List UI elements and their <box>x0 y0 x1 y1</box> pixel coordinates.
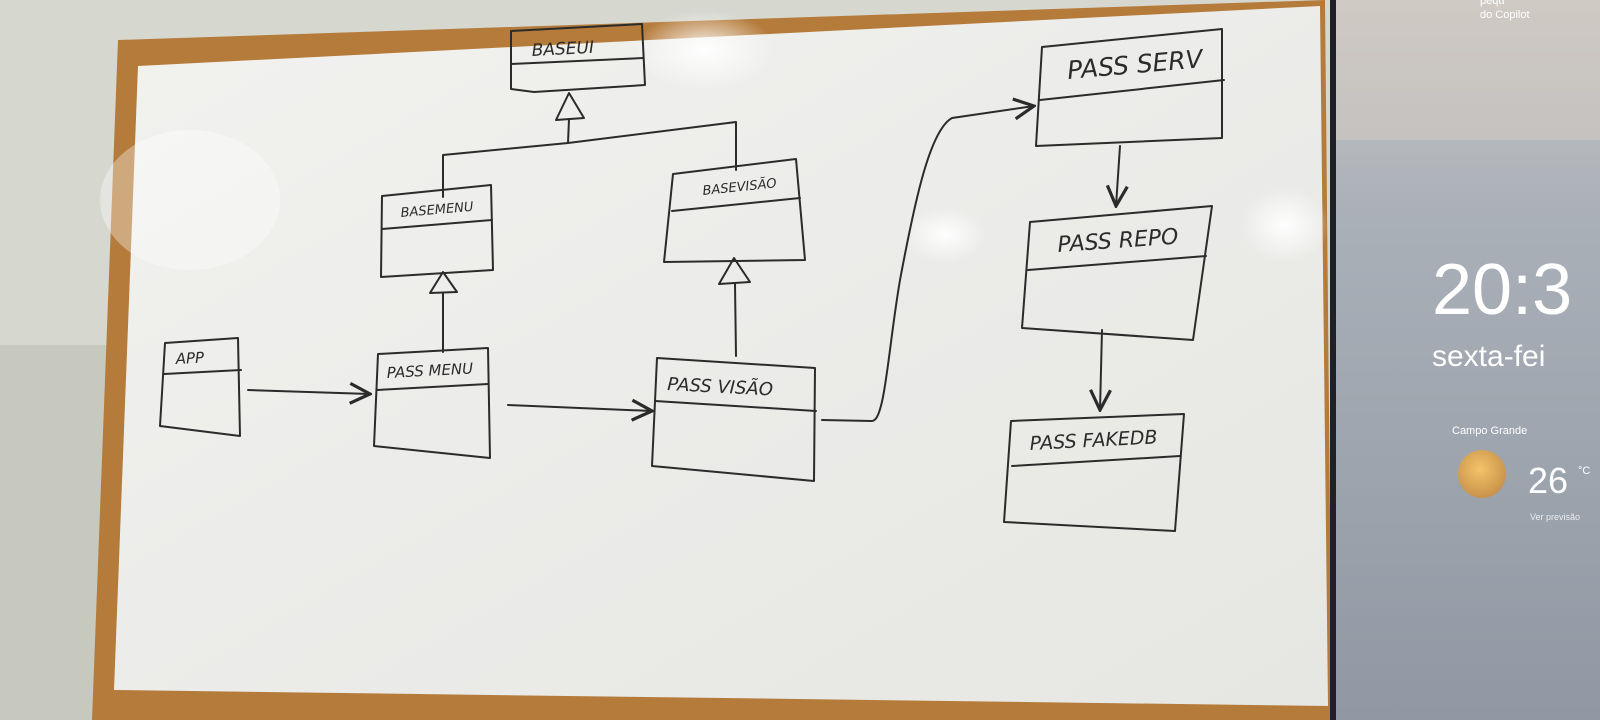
wall-lower <box>0 345 110 720</box>
weather-forecast-link[interactable]: Ver previsão <box>1530 512 1580 522</box>
box-pass-menu-divider <box>376 383 489 391</box>
weather-location: Campo Grande <box>1452 425 1527 437</box>
arrow-pass-serv-to-pass-repo <box>1116 145 1120 206</box>
arrow-pass-repo-to-pass-fakedb <box>1100 329 1102 410</box>
inheritance-line-baseui <box>442 118 737 198</box>
box-baseui-divider <box>510 57 644 65</box>
clock-date: sexta-fei <box>1432 340 1545 373</box>
arrow-pass-visao-to-pass-serv <box>821 106 1034 422</box>
uml-diagram <box>159 23 1225 532</box>
weather-temperature: 26 <box>1528 460 1568 501</box>
glare-mid <box>905 207 985 263</box>
box-pass-repo <box>1021 205 1213 341</box>
label-basemenu: BASEMENU <box>400 200 474 221</box>
box-pass-serv-divider <box>1039 79 1225 101</box>
inheritance-triangle-basevisao <box>718 257 751 285</box>
box-pass-menu <box>373 347 491 459</box>
glare-left <box>100 130 280 270</box>
box-pass-repo-divider <box>1027 255 1207 271</box>
box-baseui <box>510 23 646 93</box>
diagram-labels: BASEUI BASEMENU BASEVISÃO APP PASS MENU … <box>174 38 1205 455</box>
box-pass-serv <box>1035 28 1223 147</box>
copilot-text-top: pequ <box>1480 0 1504 7</box>
copilot-text: do Copilot <box>1480 9 1530 21</box>
sun-icon <box>1458 450 1506 498</box>
clock-time: 20:3 <box>1432 250 1572 330</box>
tv-screen <box>1336 0 1600 720</box>
box-basevisao <box>663 158 806 263</box>
glare-top <box>635 10 775 90</box>
tv-screen-reflection <box>1336 0 1600 140</box>
arrow-app-to-pass-menu <box>247 390 370 394</box>
box-basevisao-divider <box>671 197 801 212</box>
label-app: APP <box>174 348 205 368</box>
arrow-pass-menu-to-pass-visao <box>507 405 652 411</box>
box-basemenu-divider <box>381 219 493 230</box>
box-pass-fakedb-divider <box>1011 455 1181 467</box>
lock-screen: pequ do Copilot 20:3 sexta-fei Campo Gra… <box>1432 0 1590 522</box>
label-pass-menu: PASS MENU <box>386 359 473 382</box>
weather-temperature-unit: °C <box>1578 465 1590 477</box>
box-basemenu <box>380 184 494 278</box>
label-basevisao: BASEVISÃO <box>702 175 778 199</box>
label-baseui: BASEUI <box>531 38 594 61</box>
box-app <box>159 337 241 437</box>
box-pass-visao-divider <box>654 400 817 412</box>
box-pass-fakedb <box>1003 413 1185 532</box>
box-pass-visao <box>651 357 816 482</box>
box-app-divider <box>163 369 242 375</box>
glare-right <box>1240 187 1330 263</box>
whiteboard-surface <box>114 6 1328 706</box>
inheritance-line-basevisao <box>734 283 737 357</box>
